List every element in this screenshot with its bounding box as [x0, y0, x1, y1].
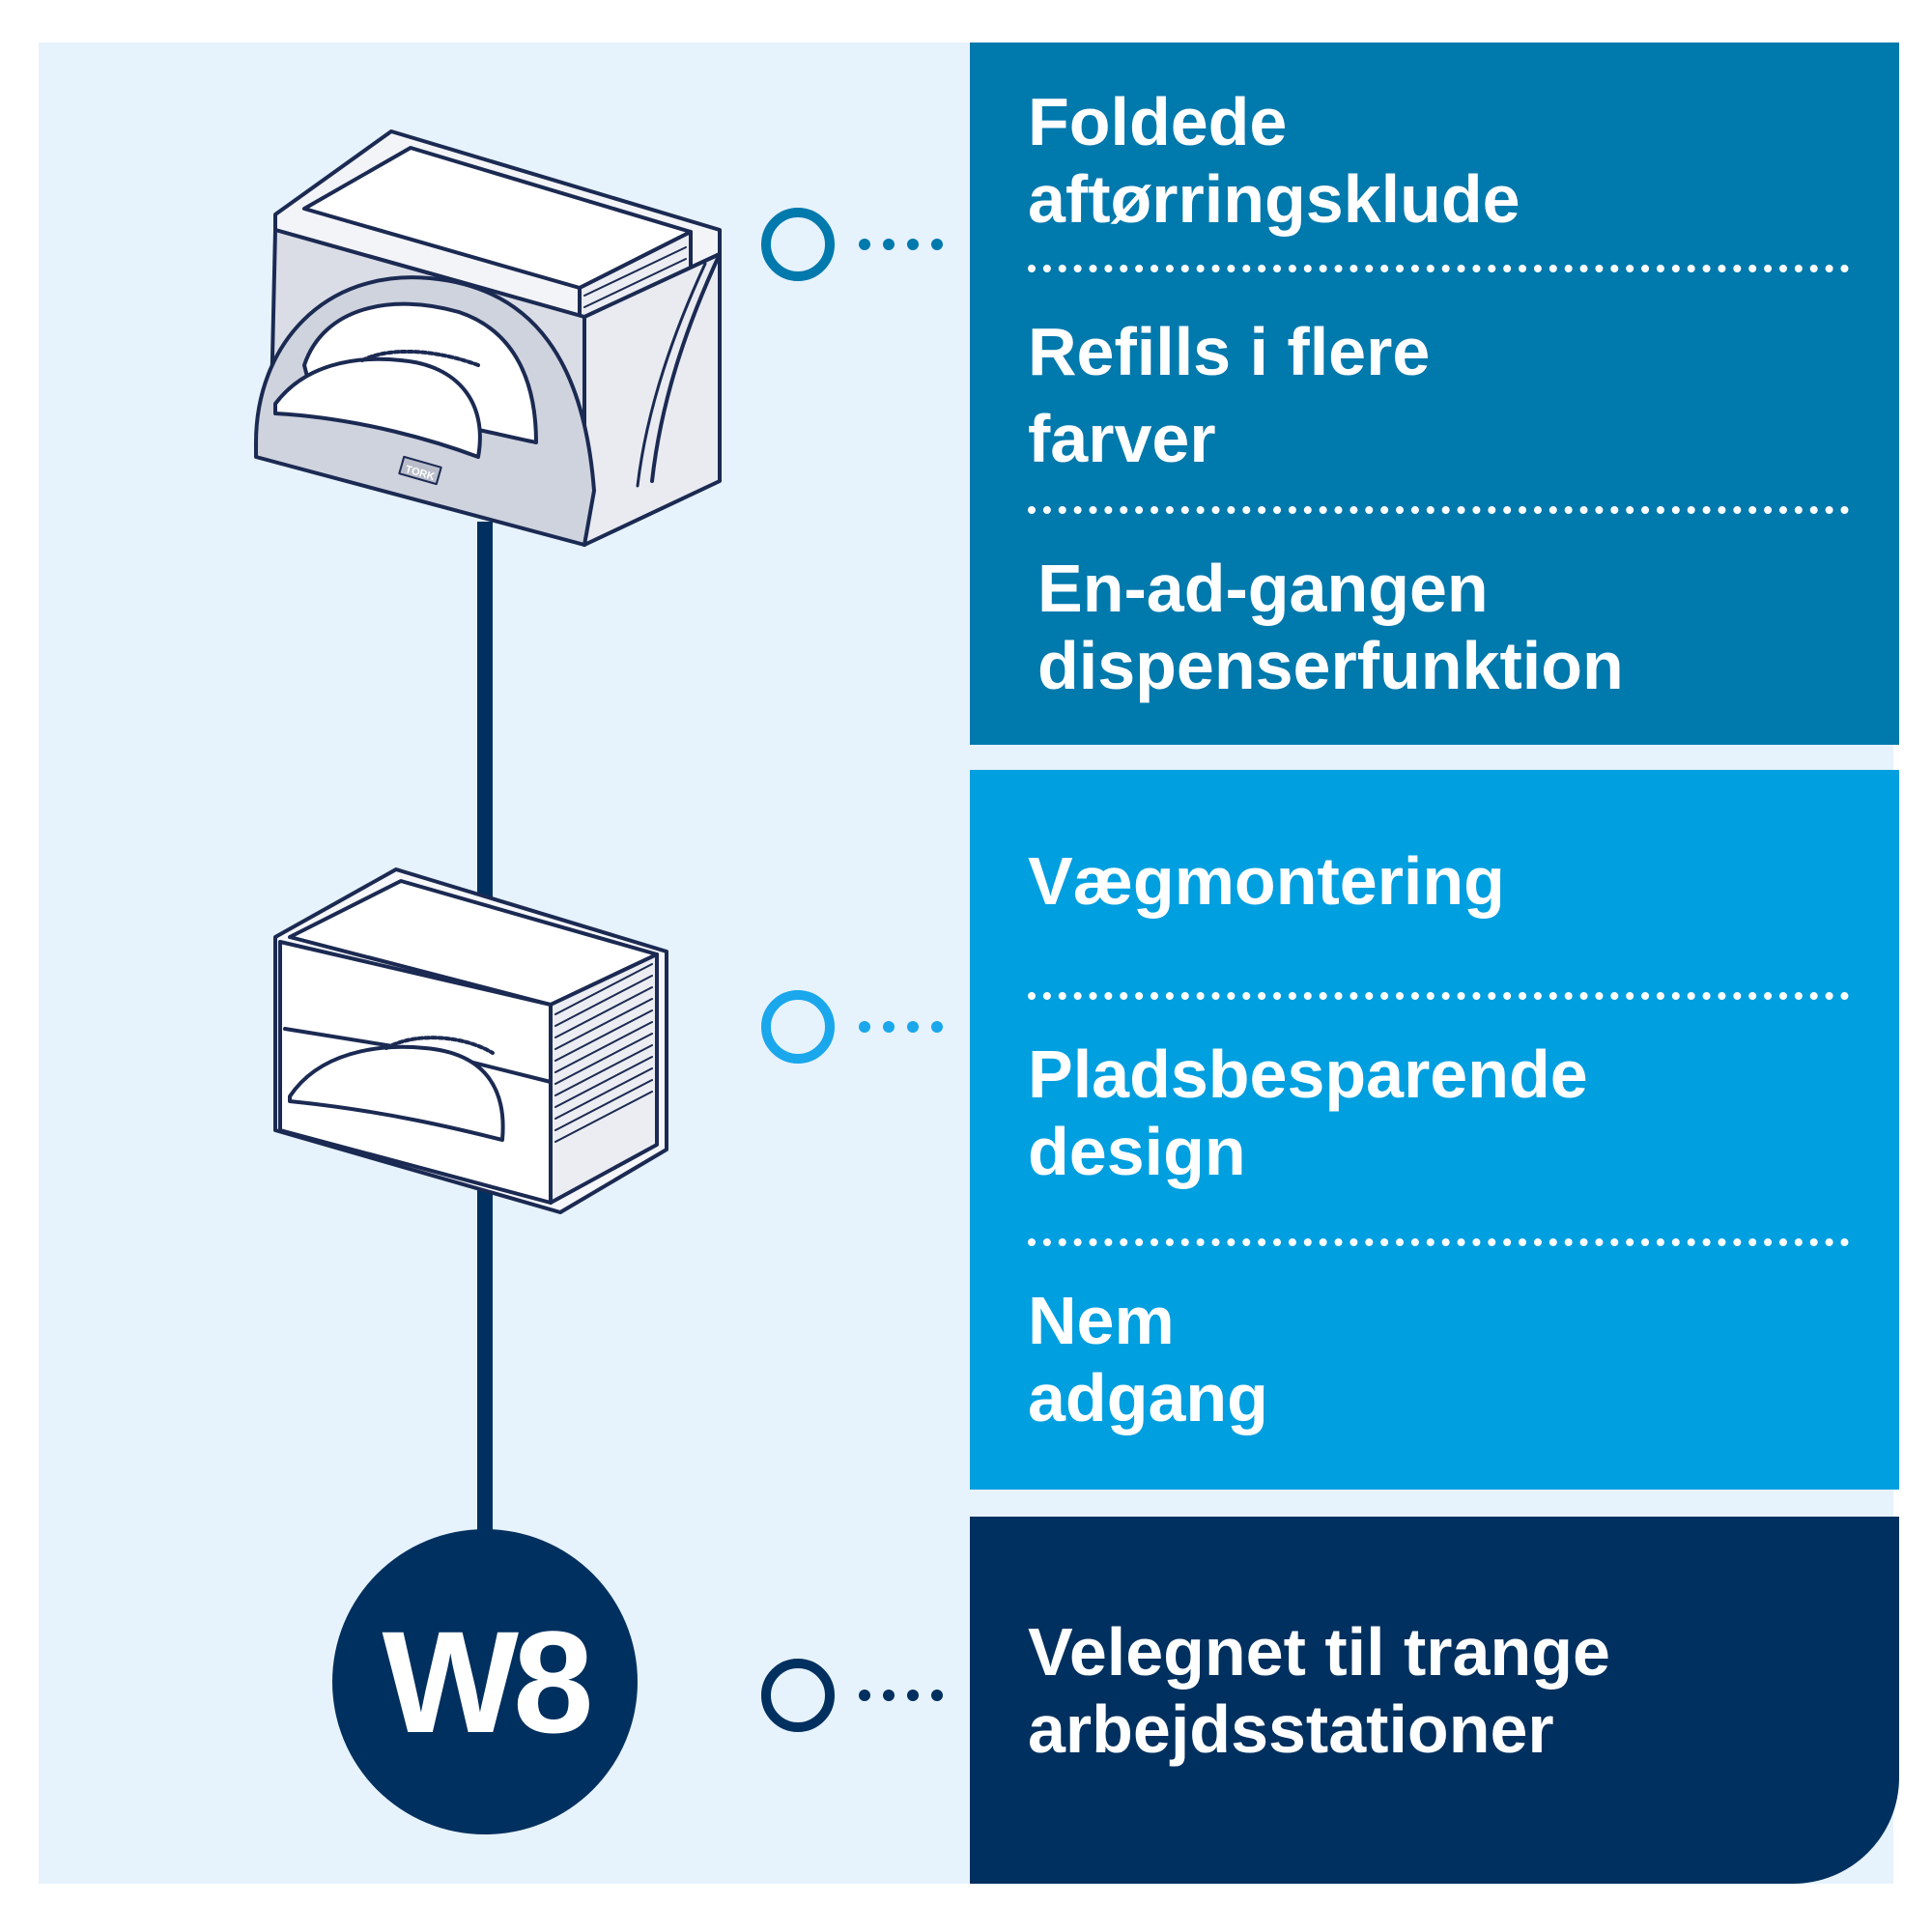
feature-panel-2: Vægmontering Pladsbesparende design Nem …: [970, 770, 1899, 1490]
open-dispenser-icon: [273, 867, 668, 1214]
feature-panel-3: Velegnet til trange arbejdsstationer: [970, 1517, 1899, 1884]
feature-item: Vægmontering: [1028, 843, 1505, 919]
dotted-divider: [1028, 265, 1849, 272]
feature-item: Nem adgang: [1028, 1283, 1268, 1435]
feature-item: Pladsbesparende design: [1028, 1037, 1588, 1189]
product-code-badge: W8: [332, 1529, 638, 1834]
connector-ring-icon: [761, 208, 943, 281]
dotted-divider: [1028, 506, 1849, 514]
connector-ring-icon: [761, 990, 943, 1064]
feature-item: Foldede aftørringsklude: [1028, 84, 1520, 237]
connector-ring-icon: [761, 1659, 943, 1732]
dotted-divider: [1028, 1238, 1849, 1246]
feature-item: En-ad-gangen dispenserfunktion: [1037, 551, 1624, 703]
feature-panel-1: Foldede aftørringsklude Refills i flere …: [970, 43, 1899, 745]
feature-item: Velegnet til trange arbejdsstationer: [1028, 1614, 1610, 1767]
dispenser-with-cover-icon: TORK: [254, 129, 722, 547]
feature-item: Refills i flere farver: [1028, 314, 1431, 476]
dotted-divider: [1028, 992, 1849, 1000]
